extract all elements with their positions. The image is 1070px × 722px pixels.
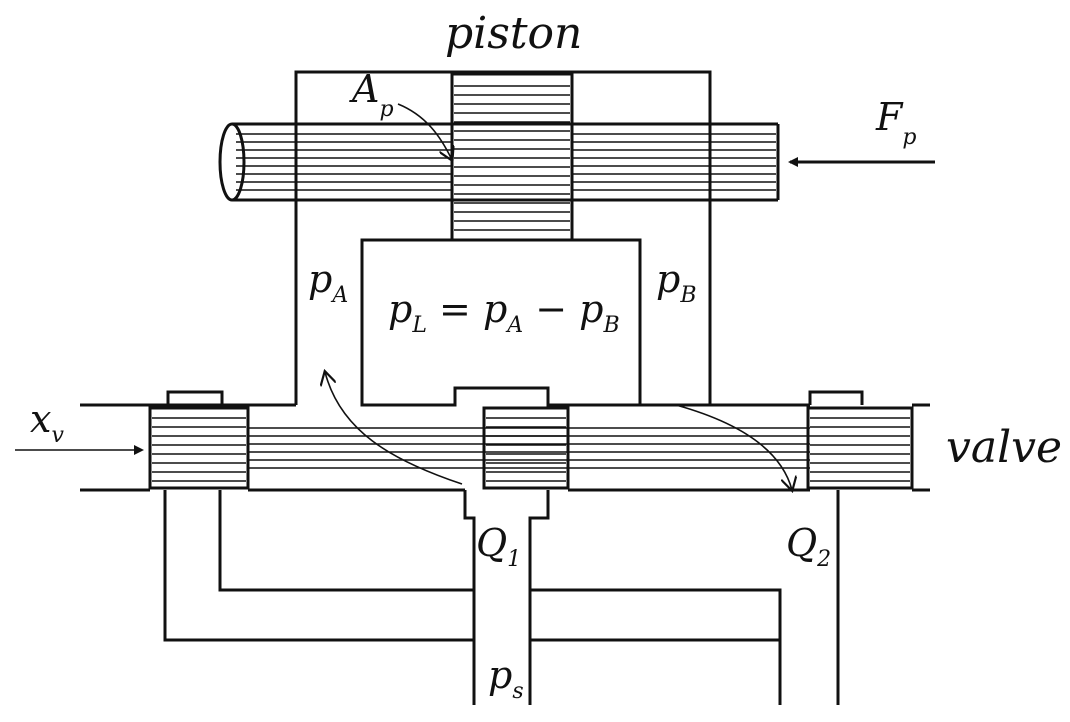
- cylinder-housing: [294, 70, 712, 405]
- label-pa: pA: [308, 257, 348, 308]
- piston-head: [450, 72, 574, 242]
- piston-title: piston: [445, 8, 582, 59]
- label-q1: Q1: [476, 521, 521, 572]
- label-ps: ps: [488, 653, 524, 704]
- flow-arrow-a: [325, 372, 463, 485]
- label-fp: Fp: [875, 95, 916, 150]
- pressure-equation: pL = pA − pB: [388, 287, 620, 338]
- valve-spool: [148, 406, 914, 490]
- ap-pointer-arrow: [397, 103, 452, 160]
- label-xv: xv: [30, 397, 64, 448]
- piston-rod: [218, 122, 780, 202]
- label-q2: Q2: [786, 521, 831, 572]
- label-pb: pB: [656, 257, 697, 308]
- flow-arrow-b: [675, 404, 792, 490]
- valve-body: [80, 390, 930, 492]
- valve-title: valve: [946, 422, 1062, 473]
- label-ap: Ap: [349, 67, 394, 122]
- hydraulic-passages: [163, 490, 840, 705]
- chamber-block: [360, 238, 642, 407]
